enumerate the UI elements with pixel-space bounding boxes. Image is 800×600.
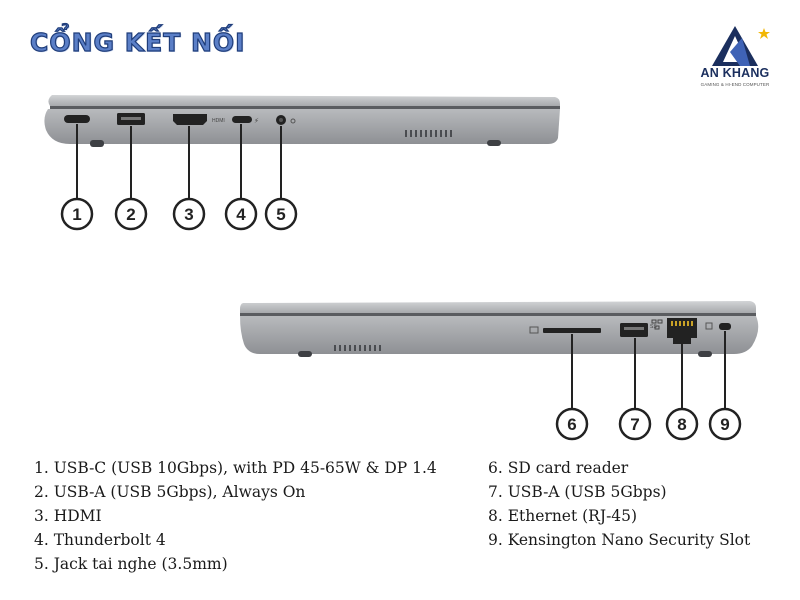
svg-text:9: 9	[720, 415, 729, 434]
ethernet-port	[667, 318, 697, 344]
svg-text:3: 3	[184, 205, 193, 224]
svg-text:2: 2	[126, 205, 135, 224]
thunderbolt-icon: ⚡	[254, 117, 259, 125]
callout-3: 3	[172, 197, 206, 231]
callout-8: 8	[665, 407, 699, 441]
legend-item-8: 8. Ethernet (RJ-45)	[488, 507, 638, 525]
svg-text:6: 6	[567, 415, 576, 434]
svg-text:8: 8	[677, 415, 686, 434]
callout-4: 4	[224, 197, 258, 231]
legend-item-1: 1. USB-C (USB 10Gbps), with PD 45-65W & …	[34, 459, 437, 477]
usb-ss-label: SS	[650, 324, 657, 330]
sd-card-icon	[529, 326, 539, 334]
logo-brand-text: AN KHANG	[700, 66, 770, 80]
sd-card-slot	[543, 328, 601, 333]
callout-9: 9	[708, 407, 742, 441]
callout-lines-left	[76, 124, 282, 199]
legend-left: 1. USB-C (USB 10Gbps), with PD 45-65W & …	[34, 456, 437, 576]
thunderbolt-port	[232, 116, 252, 123]
lock-icon	[705, 322, 713, 330]
callouts-right: 6 7 8 9	[555, 407, 742, 441]
legend-right: 6. SD card reader 7. USB-A (USB 5Gbps) 8…	[488, 456, 750, 552]
callouts-left: 1 2 3 4 5	[60, 197, 298, 231]
svg-text:1: 1	[72, 205, 81, 224]
legend-item-6: 6. SD card reader	[488, 459, 629, 477]
laptop-right-side: SS	[240, 301, 759, 357]
callout-lines-right	[571, 331, 726, 408]
legend-item-5: 5. Jack tai nghe (3.5mm)	[34, 555, 228, 573]
legend-item-4: 4. Thunderbolt 4	[34, 531, 166, 549]
legend-item-2: 2. USB-A (USB 5Gbps), Always On	[34, 483, 306, 501]
callout-1: 1	[60, 197, 94, 231]
svg-text:4: 4	[236, 205, 246, 224]
callout-7: 7	[618, 407, 652, 441]
ports-diagram: HDMI ⚡ 1 2 3 4 5	[44, 95, 759, 441]
legend-item-7: 7. USB-A (USB 5Gbps)	[488, 483, 667, 501]
legend-item-9: 9. Kensington Nano Security Slot	[488, 531, 751, 549]
svg-text:5: 5	[276, 205, 285, 224]
hdmi-port	[173, 114, 207, 125]
callout-2: 2	[114, 197, 148, 231]
svg-text:7: 7	[630, 415, 639, 434]
hdmi-port-label: HDMI	[212, 118, 225, 124]
legend-item-3: 3. HDMI	[34, 507, 102, 525]
logo-star-icon	[758, 28, 770, 39]
logo-triangle-icon	[712, 26, 770, 66]
usb-c-port	[64, 115, 90, 123]
vent-left	[405, 130, 452, 137]
headphone-icon	[290, 118, 296, 124]
callout-5: 5	[264, 197, 298, 231]
an-khang-logo: AN KHANG GAMING & HI-END COMPUTER	[690, 22, 780, 92]
laptop-left-side: HDMI ⚡	[44, 95, 561, 147]
logo-tagline: GAMING & HI-END COMPUTER	[700, 82, 770, 87]
callout-6: 6	[555, 407, 589, 441]
vent-right	[334, 345, 381, 351]
kensington-slot	[719, 323, 731, 330]
ethernet-icon	[651, 319, 663, 330]
page-title: CỔNG KẾT NỐI	[29, 27, 246, 57]
